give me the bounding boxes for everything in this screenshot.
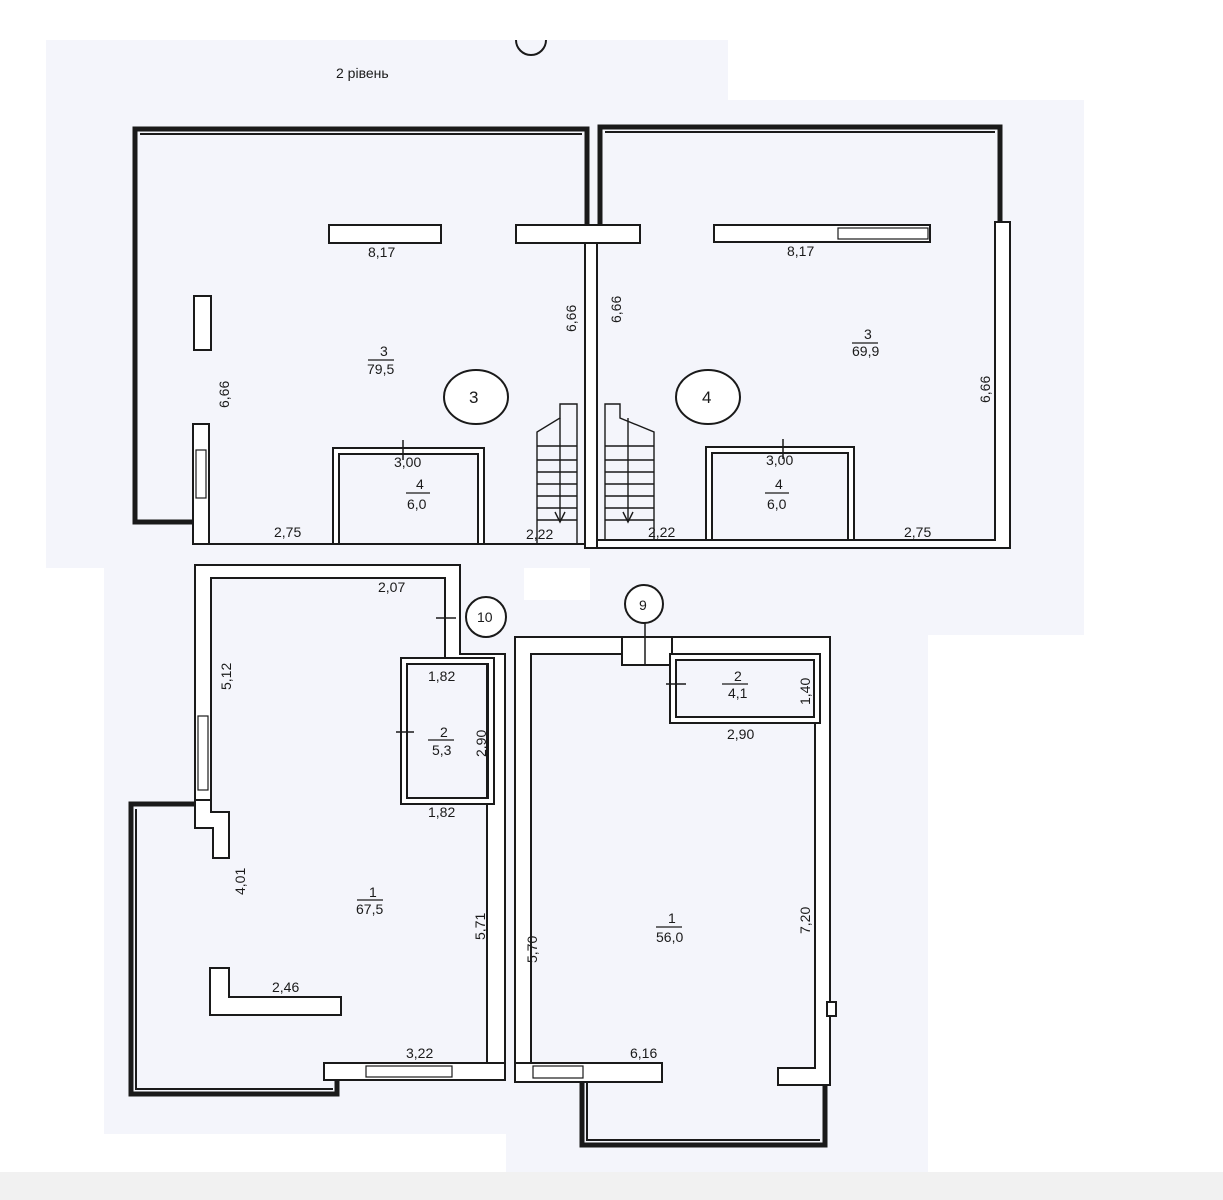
unit-3-main-room-area: 79,5 <box>367 361 394 377</box>
unit-4-small-room-area: 6,0 <box>767 496 787 512</box>
unit-3-main-room-number: 3 <box>380 343 388 359</box>
unit-10-counter <box>209 967 342 1016</box>
unit-10-window-bottom <box>365 1065 453 1078</box>
unit-3-dim-left: 6,66 <box>216 381 232 408</box>
unit-3-outer-wall <box>132 126 590 525</box>
unit-4-outer-wall <box>597 124 1003 225</box>
level-title: 2 рівень <box>336 65 389 81</box>
unit-10-window-left <box>197 715 209 791</box>
unit-4-dim-bottom-left: 2,22 <box>648 524 675 540</box>
unit-4-main-room-number: 3 <box>864 326 872 342</box>
unit-9-number-bubble <box>624 584 664 624</box>
unit-9-small-room-wall <box>669 653 821 724</box>
unit-10-small-room-area: 5,3 <box>432 742 452 758</box>
unit-4: 4 3 69,9 4 6,0 8,17 6,66 6,66 3,00 2,22 … <box>596 124 1011 549</box>
unit-9-dim-right: 7,20 <box>797 907 813 934</box>
unit-4-dim-small-width: 3,00 <box>766 452 793 468</box>
party-wall <box>584 242 598 549</box>
unit-10-dim-top: 2,07 <box>378 579 405 595</box>
unit-10-main-room-number: 1 <box>369 884 377 900</box>
unit-10-dim-small-top: 1,82 <box>428 668 455 684</box>
top-circle-fragment <box>515 39 547 56</box>
unit-10-balcony-wall <box>128 801 340 1097</box>
unit-3-small-room-number: 4 <box>416 476 424 492</box>
unit-9-balcony-inner-line <box>586 1082 820 1141</box>
unit-4-window-top <box>837 227 929 240</box>
unit-9-small-room-number: 2 <box>734 668 742 684</box>
unit-3-top-column <box>328 224 442 244</box>
shared-top-column <box>515 224 641 244</box>
unit-9-entry-block <box>621 636 673 666</box>
unit-9-balcony-wall <box>579 1082 828 1148</box>
unit-4-number: 4 <box>702 388 711 407</box>
unit-9-small-room-area: 4,1 <box>728 685 748 701</box>
unit-10-dim-right: 5,71 <box>472 913 488 940</box>
unit-10-main-room-area: 67,5 <box>356 901 383 917</box>
unit-10-dim-left-upper: 5,12 <box>218 663 234 690</box>
unit-4-small-room-wall <box>705 446 855 541</box>
unit-4-dim-bottom-right: 2,75 <box>904 524 931 540</box>
unit-4-dim-left: 6,66 <box>608 296 624 323</box>
unit-3-stairs <box>536 403 578 544</box>
unit-9-dim-left: 5,70 <box>524 936 540 963</box>
unit-10-balcony-inner-line <box>135 809 333 1090</box>
unit-4-small-room-number: 4 <box>775 476 783 492</box>
unit-4-stairs <box>604 403 655 540</box>
unit-3-dim-bottom-left: 2,75 <box>274 524 301 540</box>
unit-10-small-room-wall <box>400 657 495 805</box>
unit-3-number: 3 <box>469 388 478 407</box>
unit-10-outer-walls <box>194 564 506 1069</box>
unit-10-dim-small-height: 2,90 <box>473 730 489 757</box>
unit-3-small-room-area: 6,0 <box>407 496 427 512</box>
unit-10-dim-left-lower: 4,01 <box>232 868 248 895</box>
unit-10-dim-small-bottom: 1,82 <box>428 804 455 820</box>
unit-4-number-bubble <box>675 369 741 425</box>
unit-3-dim-bottom-right: 2,22 <box>526 526 553 542</box>
unit-4-main-room-area: 69,9 <box>852 343 879 359</box>
unit-3-small-room-wall <box>332 447 485 545</box>
unit-10-dim-bottom: 3,22 <box>406 1045 433 1061</box>
unit-3-number-bubble <box>443 369 509 425</box>
unit-9-window-bottom <box>532 1065 584 1079</box>
unit-3: 3 3 79,5 4 6,0 8,17 6,66 6,66 3,00 2,75 … <box>132 126 641 549</box>
unit-9-number: 9 <box>639 597 647 613</box>
unit-9-right-notch <box>826 1001 837 1017</box>
unit-3-left-column <box>193 295 212 351</box>
unit-10: 10 1 67,5 2 5,3 2,07 5,12 1,82 2,90 1,82… <box>128 564 507 1097</box>
unit-4-dim-right: 6,66 <box>977 376 993 403</box>
unit-3-dim-right: 6,66 <box>563 305 579 332</box>
unit-10-dim-counter: 2,46 <box>272 979 299 995</box>
unit-9-main-room-area: 56,0 <box>656 929 683 945</box>
unit-10-left-pier <box>194 799 230 859</box>
unit-4-dim-top: 8,17 <box>787 243 814 259</box>
bottom-bar <box>0 1172 1223 1200</box>
unit-9-dim-small-height: 1,40 <box>797 678 813 705</box>
unit-3-dim-small-width: 3,00 <box>394 454 421 470</box>
unit-10-small-room-number: 2 <box>440 724 448 740</box>
unit-3-dim-top: 8,17 <box>368 244 395 260</box>
unit-9-main-room-number: 1 <box>668 910 676 926</box>
unit-9-dim-small-width: 2,90 <box>727 726 754 742</box>
unit-10-number: 10 <box>477 609 493 625</box>
unit-3-window-left <box>195 449 207 499</box>
unit-9-dim-bottom: 6,16 <box>630 1045 657 1061</box>
unit-10-number-bubble <box>465 596 507 638</box>
unit-9: 9 1 56,0 2 4,1 5,70 1,40 2,90 7,20 6,16 <box>514 584 837 1148</box>
unit-4-right-bottom-wall <box>596 221 1011 549</box>
